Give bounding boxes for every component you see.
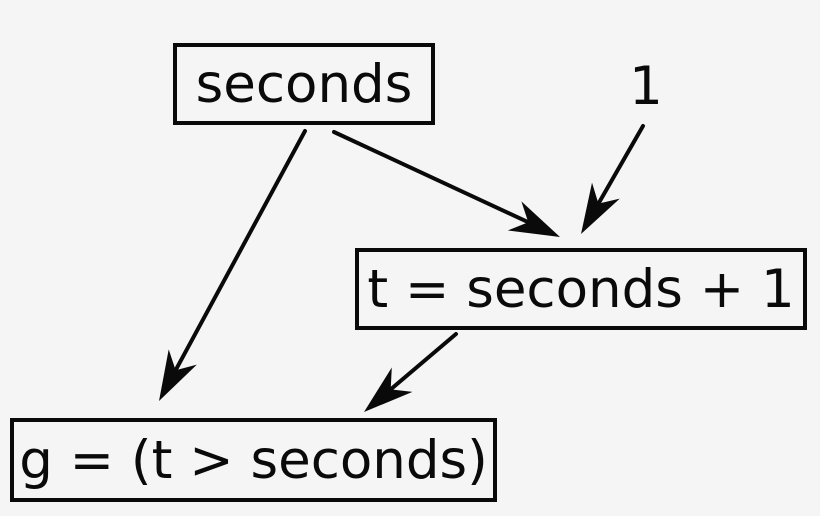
node-constant-one-label: 1	[629, 55, 663, 117]
node-g-assignment: g = (t > seconds)	[10, 418, 497, 502]
node-g-assignment-label: g = (t > seconds)	[19, 429, 488, 491]
arrowhead-one-to-t_assign	[581, 182, 620, 234]
edge-line-t_assign-to-g_assign	[384, 332, 458, 395]
node-t-assignment-label: t = seconds + 1	[367, 258, 795, 320]
node-t-assignment: t = seconds + 1	[355, 248, 807, 330]
node-seconds: seconds	[173, 43, 435, 125]
arrowhead-seconds-to-t_assign	[507, 201, 560, 237]
arrowhead-t_assign-to-g_assign	[364, 367, 413, 412]
edge-line-one-to-t_assign	[593, 124, 645, 210]
node-constant-one: 1	[613, 55, 679, 117]
node-seconds-label: seconds	[195, 53, 413, 115]
edge-line-seconds-to-g_assign	[171, 129, 307, 377]
edge-line-seconds-to-t_assign	[332, 130, 535, 227]
arrowhead-seconds-to-g_assign	[159, 349, 197, 401]
